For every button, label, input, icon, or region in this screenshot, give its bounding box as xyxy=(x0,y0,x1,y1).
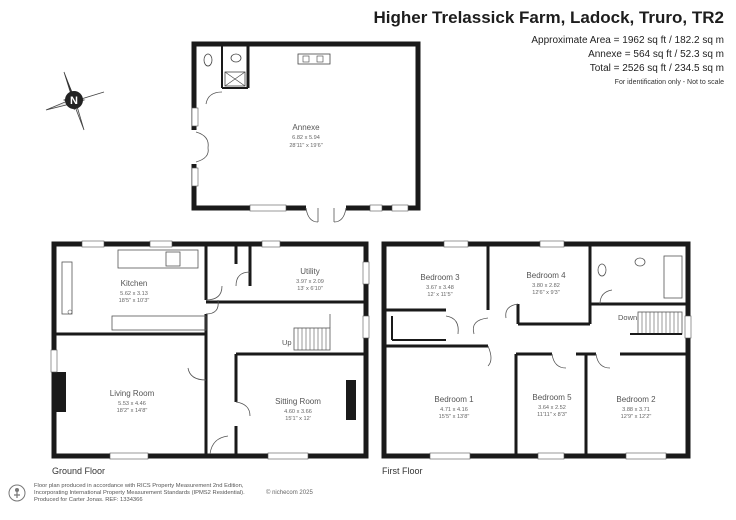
stairs-down-label: Down xyxy=(618,313,637,322)
footer-notes: Floor plan produced in accordance with R… xyxy=(34,483,324,505)
bedroom-3-name: Bedroom 3 xyxy=(420,273,460,282)
stairs-up-label: Up xyxy=(282,338,292,347)
bedroom-4-metric: 3.80 x 2.82 xyxy=(532,283,560,289)
bedroom-5-imperial: 11'11" x 8'3" xyxy=(537,412,567,418)
utility-metric: 3.97 x 2.09 xyxy=(296,279,324,285)
first-floor-plan xyxy=(381,240,692,460)
footer-line-3: Produced for Carter Jonas. REF: 1334366 xyxy=(34,497,143,504)
kitchen-name: Kitchen xyxy=(121,279,148,288)
bedroom-5-metric: 3.64 x 2.52 xyxy=(538,405,566,411)
living-room-metric: 5.53 x 4.46 xyxy=(118,401,146,407)
bedroom-1-imperial: 15'5" x 13'8" xyxy=(439,414,470,420)
bedroom-2-imperial: 12'9" x 12'2" xyxy=(621,414,652,420)
ground-floor-label: Ground Floor xyxy=(52,466,105,476)
bedroom-2-metric: 3.88 x 3.71 xyxy=(622,407,650,413)
kitchen-imperial: 18'5" x 10'3" xyxy=(119,298,150,304)
bedroom-5-name: Bedroom 5 xyxy=(532,393,572,402)
utility-name: Utility xyxy=(300,267,320,276)
bedroom-4-imperial: 12'6" x 9'3" xyxy=(532,290,560,296)
sitting-room-imperial: 15'1" x 12' xyxy=(285,416,311,422)
kitchen-metric: 5.62 x 3.13 xyxy=(120,291,148,297)
living-room-imperial: 18'2" x 14'8" xyxy=(117,408,148,414)
compass-letter: N xyxy=(70,95,78,107)
living-room-name: Living Room xyxy=(110,389,155,398)
annexe-name: Annexe xyxy=(292,123,320,132)
ipms-logo-icon xyxy=(8,484,26,502)
utility-imperial: 13' x 6'10" xyxy=(297,286,323,292)
bedroom-1-name: Bedroom 1 xyxy=(434,395,474,404)
footer-line-2: Incorporating International Property Mea… xyxy=(34,490,245,497)
sitting-room-name: Sitting Room xyxy=(275,397,321,406)
annexe-metric: 6.82 x 5.94 xyxy=(292,135,320,141)
bedroom-3-imperial: 12' x 11'5" xyxy=(427,292,452,298)
first-floor-label: First Floor xyxy=(382,466,423,476)
scale-note: For identification only - Not to scale xyxy=(614,79,724,86)
bedroom-2-name: Bedroom 2 xyxy=(616,395,656,404)
bedroom-4-name: Bedroom 4 xyxy=(526,271,566,280)
area-summary: Approximate Area = 1962 sq ft / 182.2 sq… xyxy=(531,34,724,88)
compass-icon: N xyxy=(45,71,105,131)
annexe-area: Annexe = 564 sq ft / 52.3 sq m xyxy=(588,49,724,60)
sitting-room-metric: 4.60 x 3.66 xyxy=(284,409,312,415)
copyright-notice: © nichecom 2025 xyxy=(266,490,313,496)
annexe-imperial: 28'11" x 19'6" xyxy=(289,143,322,149)
ground-floor-plan xyxy=(50,240,370,460)
bedroom-1-metric: 4.71 x 4.16 xyxy=(440,407,468,413)
total-area: Total = 2526 sq ft / 234.5 sq m xyxy=(589,63,724,74)
footer-line-1: Floor plan produced in accordance with R… xyxy=(34,483,244,489)
bedroom-3-metric: 3.67 x 3.48 xyxy=(426,285,454,291)
annexe-plan xyxy=(191,41,421,223)
approx-area: Approximate Area = 1962 sq ft / 182.2 sq… xyxy=(531,35,724,46)
property-title: Higher Trelassick Farm, Ladock, Truro, T… xyxy=(373,8,724,27)
